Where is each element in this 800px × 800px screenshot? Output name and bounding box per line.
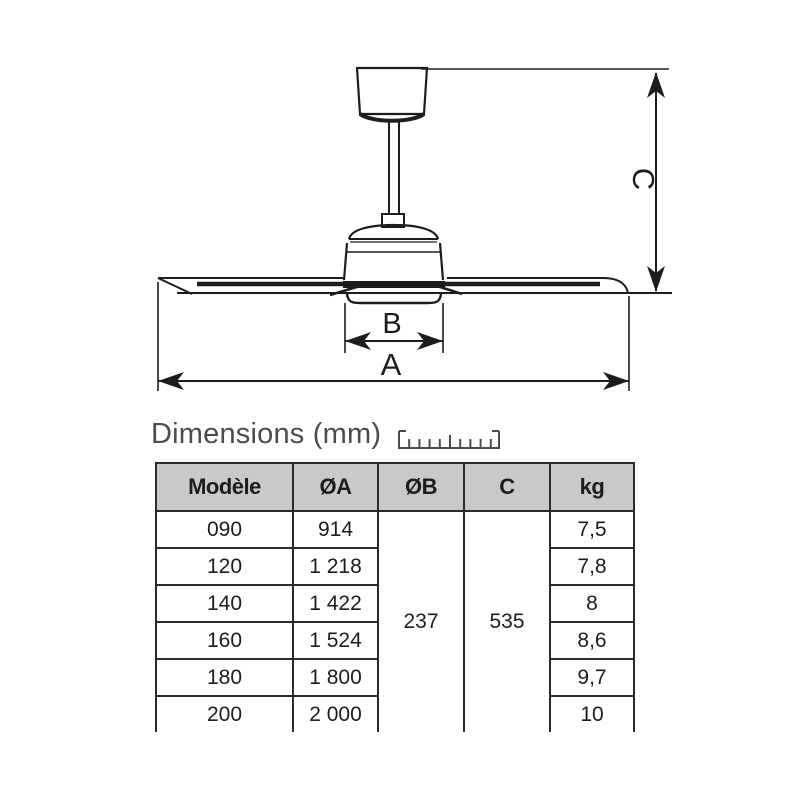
dimensions-table: Modèle ØA ØB C kg 090 914 237 535 7,5 12… xyxy=(155,462,635,732)
dim-label-a: A xyxy=(381,347,402,382)
dimension-c xyxy=(647,72,665,292)
cell-ob-merged: 237 xyxy=(377,510,465,732)
table-row: 120 1 218 7,8 xyxy=(155,547,635,586)
cell-model: 160 xyxy=(155,621,294,660)
header-c: C xyxy=(463,462,551,512)
section-title: Dimensions (mm) xyxy=(151,418,382,450)
cell-model: 120 xyxy=(155,547,294,586)
dim-label-c: C xyxy=(626,168,661,190)
cell-model: 090 xyxy=(155,510,294,549)
cell-c-merged: 535 xyxy=(463,510,551,732)
ruler-icon xyxy=(398,429,501,449)
cell-model: 180 xyxy=(155,658,294,697)
cell-oa: 1 218 xyxy=(292,547,379,586)
cell-kg: 9,7 xyxy=(549,658,635,697)
fan-downrod xyxy=(381,120,405,228)
cell-kg: 7,5 xyxy=(549,510,635,549)
cell-oa: 914 xyxy=(292,510,379,549)
table-row: 140 1 422 8 xyxy=(155,584,635,623)
table-row: 200 2 000 10 xyxy=(155,695,635,732)
table-row: 180 1 800 9,7 xyxy=(155,658,635,697)
header-modele: Modèle xyxy=(155,462,294,512)
header-diameter-a: ØA xyxy=(292,462,379,512)
dimension-a xyxy=(157,282,630,391)
cell-kg: 8,6 xyxy=(549,621,635,660)
table-row: 090 914 237 535 7,5 xyxy=(155,510,635,732)
fan-motor xyxy=(342,223,445,305)
cell-oa: 1 524 xyxy=(292,621,379,660)
table-row: 160 1 524 8,6 xyxy=(155,621,635,660)
fan-blades xyxy=(157,277,672,297)
fan-technical-drawing: A B C xyxy=(157,66,672,391)
fan-canopy xyxy=(355,66,429,123)
header-kg: kg xyxy=(549,462,635,512)
dim-label-b: B xyxy=(382,308,401,340)
section-heading: Dimensions (mm) xyxy=(151,418,501,451)
dimension-b xyxy=(344,303,444,353)
table-header-row: Modèle ØA ØB C kg xyxy=(155,462,635,512)
cell-kg: 10 xyxy=(549,695,635,732)
cell-oa: 1 800 xyxy=(292,658,379,697)
cell-model: 200 xyxy=(155,695,294,732)
cell-oa: 1 422 xyxy=(292,584,379,623)
cell-kg: 7,8 xyxy=(549,547,635,586)
cell-model: 140 xyxy=(155,584,294,623)
header-diameter-b: ØB xyxy=(377,462,465,512)
cell-oa: 2 000 xyxy=(292,695,379,732)
cell-kg: 8 xyxy=(549,584,635,623)
